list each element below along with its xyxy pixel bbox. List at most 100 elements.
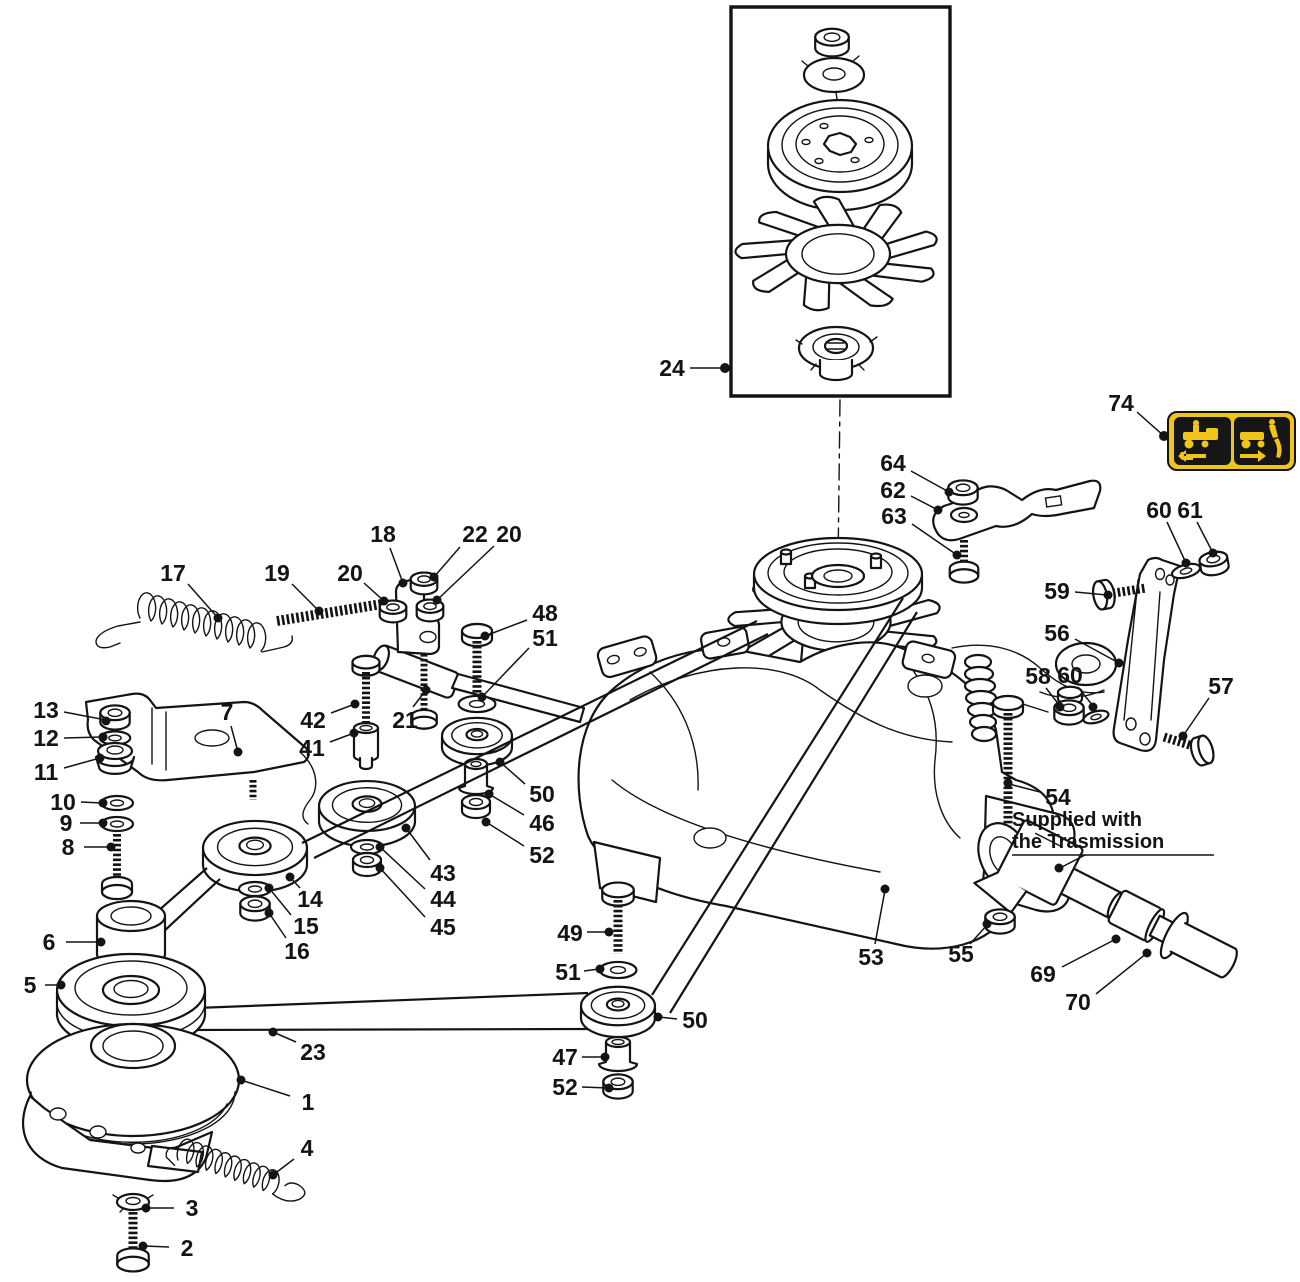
svg-text:53: 53 [858,944,884,970]
callout-14: 14 [285,872,323,912]
callout-50b: 50 [653,1007,708,1033]
note-line-1: Supplied with [1012,809,1142,831]
callout-43: 43 [401,823,456,886]
part-bushing-47 [599,1037,637,1071]
part-bolt-48 [460,622,494,700]
svg-text:45: 45 [430,914,456,940]
svg-text:60: 60 [1146,497,1172,523]
svg-text:51: 51 [532,625,558,651]
callout-69: 69 [1030,934,1121,987]
svg-text:52: 52 [552,1074,578,1100]
callout-57: 57 [1178,673,1234,741]
svg-text:57: 57 [1208,673,1234,699]
svg-text:47: 47 [552,1044,578,1070]
part-spacer-41 [354,723,378,769]
callout-20b: 20 [432,521,522,605]
part-link-rod [452,674,584,722]
svg-text:5: 5 [24,972,37,998]
svg-text:64: 64 [880,450,906,476]
part-nut-45 [351,851,383,878]
callout-49: 49 [557,920,614,946]
callout-51b: 51 [555,959,605,985]
svg-text:61: 61 [1177,497,1203,523]
svg-text:12: 12 [33,725,59,751]
part-washer-51b [598,960,638,980]
callout-9: 9 [60,810,108,836]
callout-20a: 20 [337,560,389,606]
inset-splined-hub [796,327,877,380]
part-pulley-50b [580,985,656,1038]
svg-text:11: 11 [34,759,59,785]
part-bolt-49 [601,881,635,954]
svg-text:54: 54 [1045,784,1071,810]
svg-text:56: 56 [1044,620,1070,646]
part-bracket-56 [1114,558,1180,751]
svg-text:7: 7 [221,699,234,725]
tractor-push-right-icon [1240,419,1282,462]
svg-text:51: 51 [555,959,581,985]
callout-18: 18 [370,521,408,588]
callout-4: 4 [268,1135,314,1180]
svg-text:16: 16 [284,938,310,964]
callout-2: 2 [138,1235,193,1261]
part-rod-19 [277,604,382,621]
callout-52b: 52 [552,1074,614,1100]
callout-60b: 60 [1057,662,1098,712]
transmission-pulley [754,538,922,624]
callout-24: 24 [659,355,730,381]
part-link-tube [370,643,584,722]
callout-22: 22 [429,521,488,582]
svg-text:17: 17 [160,560,186,586]
tractor-towing-left-icon [1178,420,1218,462]
callout-47: 47 [552,1044,610,1070]
callout-41: 41 [299,728,359,761]
part-bolt-57 [1164,734,1218,769]
svg-text:22: 22 [462,521,488,547]
svg-text:20: 20 [496,521,522,547]
part-spring-4 [162,1135,311,1205]
callout-58: 58 [1025,663,1065,712]
callout-13: 13 [33,697,111,726]
callout-55: 55 [948,919,992,967]
inset-exploded-fan-pulley [731,7,950,566]
svg-text:43: 43 [430,860,456,886]
part-washer-60b [1081,707,1111,727]
svg-text:14: 14 [297,886,323,912]
part-washer-3 [113,1194,153,1212]
svg-text:9: 9 [60,810,73,836]
inset-pulley [768,100,912,210]
callout-61: 61 [1177,497,1218,558]
svg-text:18: 18 [370,521,396,547]
svg-text:23: 23 [300,1039,326,1065]
svg-text:48: 48 [532,600,558,626]
part-mount-11 [96,743,134,774]
callout-1: 1 [236,1075,315,1115]
part-bolt-63 [948,540,980,584]
svg-text:20: 20 [337,560,363,586]
inset-lock-washer [802,56,864,99]
svg-text:52: 52 [529,842,555,868]
callout-64: 64 [880,450,954,497]
part-nut-16 [239,895,271,922]
callout-7: 7 [221,699,243,757]
callout-6: 6 [43,929,106,955]
callouts: 24 7 4 17 1 9 20 18 22 20 48 51 13 12 11 1… [24,355,1234,1261]
svg-text:59: 59 [1044,578,1070,604]
callout-45: 45 [375,863,456,940]
callout-21: 21 [392,685,431,733]
note-supplied-with-transmission: Supplied with the Trasmission [1012,809,1214,873]
callout-3: 3 [141,1195,198,1221]
part-clutch-1 [23,1024,239,1181]
callout-8: 8 [62,834,116,860]
inset-fan [730,194,941,315]
svg-text:60: 60 [1057,662,1083,688]
callout-10: 10 [50,789,108,815]
callout-12: 12 [33,725,108,751]
shaft-end [1171,923,1241,980]
svg-text:46: 46 [529,810,555,836]
callout-15: 15 [264,883,319,939]
svg-text:42: 42 [300,707,326,733]
callout-11: 11 [34,753,105,785]
part-pulley-43 [317,779,417,848]
